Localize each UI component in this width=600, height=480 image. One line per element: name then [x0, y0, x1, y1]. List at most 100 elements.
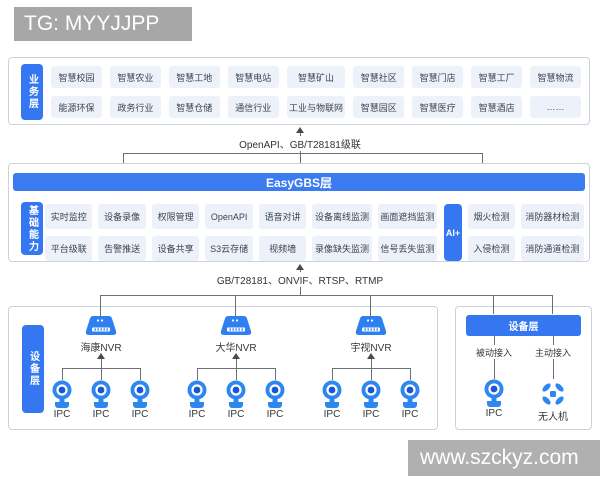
- nvr-device-icon: [84, 315, 118, 342]
- business-chip: 智慧矿山: [286, 66, 346, 88]
- ipc-label: IPC: [362, 409, 380, 420]
- business-chip: 智慧酒店: [471, 96, 523, 118]
- capability-chip: 权限管理: [151, 204, 200, 229]
- platform-layer-box: EasyGBS层 基础能力 实时监控 设备录像 权限管理 OpenAPI 语音对…: [8, 163, 590, 262]
- up-arrow-icon: [296, 127, 304, 133]
- business-chip: 通信行业: [227, 96, 279, 118]
- ipc-label: IPC: [323, 409, 341, 420]
- business-chip: 智慧农业: [109, 66, 161, 88]
- connector-line: [101, 368, 102, 380]
- device-access-box: 设备层 被动接入 主动接入 IPC 无人机: [455, 306, 592, 430]
- active-access-label: 主动接入: [523, 346, 583, 359]
- ai-plus-label: AI+: [444, 204, 462, 261]
- capability-chip: 告警推送: [98, 236, 146, 261]
- business-chip: 智慧社区: [353, 66, 405, 88]
- capability-chip: 实时监控: [45, 204, 93, 229]
- ai-chip: 烟火检测: [468, 204, 515, 229]
- access-box-title: 设备层: [466, 315, 581, 336]
- nvr-name: 宇视NVR: [350, 343, 392, 354]
- capability-chip: 录像缺失监测: [312, 236, 372, 261]
- top-watermark: TG: MYYJJPP: [14, 7, 192, 41]
- ipc-label: IPC: [227, 409, 245, 420]
- business-chip: 政务行业: [109, 96, 161, 118]
- nvr-device-icon: [219, 315, 253, 342]
- ai-detection-row-2: 入侵检测 消防通道检测: [468, 236, 584, 261]
- connector-line: [553, 359, 554, 379]
- drone-icon: [540, 381, 566, 412]
- ipc-label: IPC: [401, 409, 419, 420]
- business-chip: 智慧仓储: [168, 96, 220, 118]
- ipc-camera-icon: [89, 380, 113, 413]
- business-row-1: 智慧校园 智慧农业 智慧工地 智慧电站 智慧矿山 智慧社区 智慧门店 智慧工厂 …: [51, 66, 581, 88]
- passive-access-label: 被动接入: [464, 346, 524, 359]
- drone-label: 无人机: [538, 412, 568, 423]
- connector-line: [62, 368, 63, 380]
- ipc-camera-icon: [50, 380, 74, 413]
- ipc-camera-icon: [128, 380, 152, 413]
- connector-line: [275, 368, 276, 380]
- capability-chip: S3云存储: [205, 236, 253, 261]
- nvr-name: 大华NVR: [215, 343, 257, 354]
- ipc-label: IPC: [53, 409, 71, 420]
- connector-line: [494, 359, 495, 379]
- capability-chip: 设备离线监测: [312, 204, 372, 229]
- up-arrow-icon: [367, 353, 375, 359]
- connector-line: [123, 153, 482, 154]
- business-layer-label: 业务层: [21, 64, 43, 120]
- connector-line: [493, 295, 494, 314]
- business-chip: 智慧工地: [168, 66, 220, 88]
- ai-chip: 消防器材检测: [520, 204, 584, 229]
- ai-chip: 入侵检测: [468, 236, 515, 261]
- business-chip: 智慧门店: [412, 66, 464, 88]
- ipc-camera-icon: [359, 380, 383, 413]
- ipc-label: IPC: [188, 409, 206, 420]
- business-chip: 工业与物联网: [286, 96, 346, 118]
- connector-line: [332, 368, 333, 380]
- business-chip: 智慧园区: [353, 96, 405, 118]
- connector-line: [552, 295, 553, 314]
- connector-line: [236, 368, 237, 380]
- ipc-camera-icon: [320, 380, 344, 413]
- ai-detection-row-1: 烟火检测 消防器材检测: [468, 204, 584, 229]
- ipc-label: IPC: [485, 408, 503, 419]
- capability-chip: 视频墙: [258, 236, 307, 261]
- capability-layer-label: 基础能力: [21, 202, 43, 255]
- connector-line: [482, 153, 483, 163]
- connector-line: [371, 359, 372, 368]
- ipc-label: IPC: [266, 409, 284, 420]
- business-row-2: 能源环保 政务行业 智慧仓储 通信行业 工业与物联网 智慧园区 智慧医疗 智慧酒…: [51, 96, 581, 118]
- connector-line: [494, 336, 495, 345]
- bottom-connector-label: GB/T28181、ONVIF、RTSP、RTMP: [211, 272, 389, 287]
- capability-chip: 语音对讲: [258, 204, 307, 229]
- connector-line: [100, 295, 553, 296]
- connector-line: [140, 368, 141, 380]
- nvr-group-uniview: 宇视NVR IPC IPC IPC: [311, 307, 431, 431]
- business-layer-box: 业务层 智慧校园 智慧农业 智慧工地 智慧电站 智慧矿山 智慧社区 智慧门店 智…: [8, 57, 590, 125]
- capability-chip: OpenAPI: [205, 204, 253, 229]
- connector-line: [553, 336, 554, 345]
- device-layer-label: 设备层: [22, 325, 44, 413]
- top-connector-label: OpenAPI、GB/T28181级联: [234, 136, 366, 151]
- bottom-watermark: www.szckyz.com: [408, 440, 600, 476]
- connector-line: [100, 295, 101, 316]
- ipc-label: IPC: [92, 409, 110, 420]
- connector-line: [235, 295, 236, 316]
- easygbs-title-bar: EasyGBS层: [13, 173, 585, 191]
- ai-chip: 消防通道检测: [520, 236, 584, 261]
- capability-row-1: 实时监控 设备录像 权限管理 OpenAPI 语音对讲 设备离线监测 画面遮挡监…: [45, 204, 437, 229]
- nvr-group-hikvision: 海康NVR IPC IPC IPC: [41, 307, 161, 431]
- business-chip: 智慧医疗: [412, 96, 464, 118]
- connector-line: [410, 368, 411, 380]
- ipc-camera-icon: [398, 380, 422, 413]
- nvr-name: 海康NVR: [80, 343, 122, 354]
- business-chip: 智慧电站: [227, 66, 279, 88]
- capability-row-2: 平台级联 告警推送 设备共享 S3云存储 视频墙 录像缺失监测 信号丢失监测: [45, 236, 437, 261]
- ipc-label: IPC: [131, 409, 149, 420]
- capability-chip: 画面遮挡监测: [377, 204, 437, 229]
- connector-line: [197, 368, 198, 380]
- capability-chip: 信号丢失监测: [377, 236, 437, 261]
- ipc-camera-icon: [482, 379, 506, 412]
- device-layer-box: 设备层 海康NVR IPC IPC IPC: [8, 306, 438, 430]
- ipc-camera-icon: [224, 380, 248, 413]
